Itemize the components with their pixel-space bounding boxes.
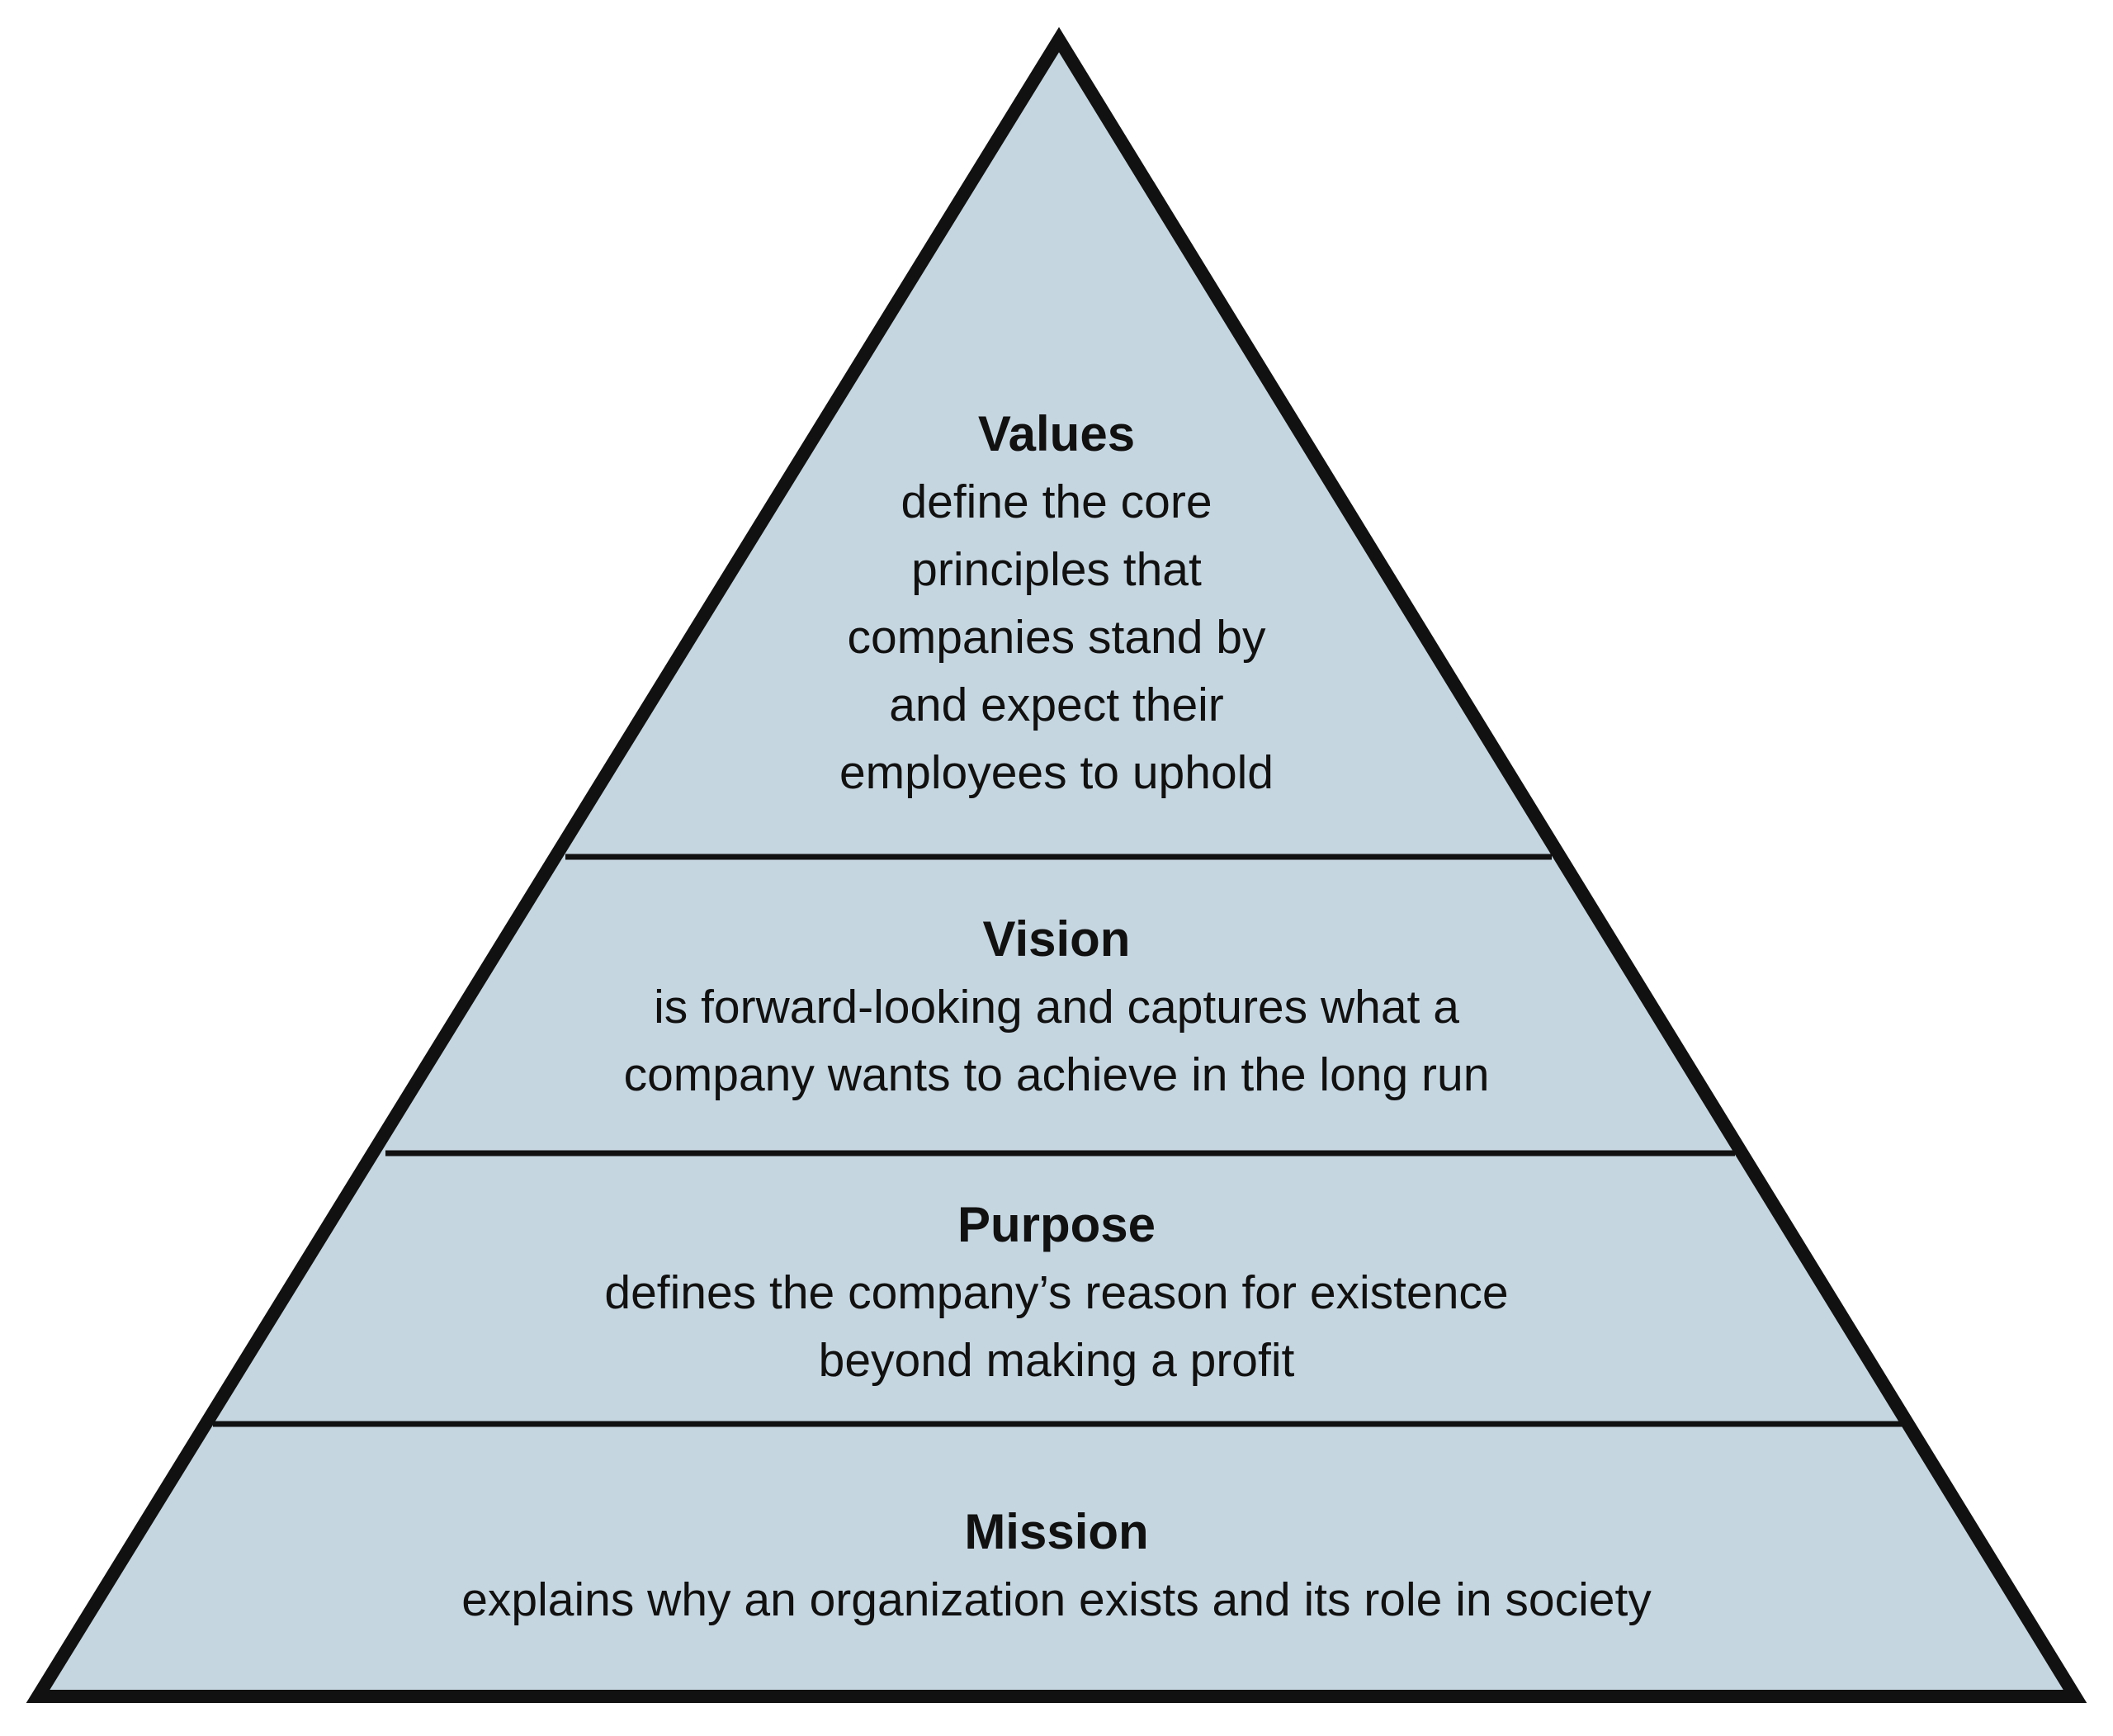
tier-description-line: and expect their: [889, 679, 1224, 731]
tier-description-line: explains why an organization exists and …: [461, 1573, 1652, 1626]
tier-mission: Mission explains why an organization exi…: [0, 1498, 2113, 1634]
tier-title: Purpose: [957, 1197, 1156, 1252]
pyramid-outline: [26, 26, 2087, 1703]
tier-description-line: defines the company’s reason for existen…: [604, 1266, 1509, 1319]
tier-description-line: companies stand by: [847, 611, 1266, 664]
tier-vision: Vision is forward-looking and captures w…: [0, 906, 2113, 1109]
tier-description-line: is forward-looking and captures what a: [654, 981, 1459, 1034]
tier-title: Vision: [982, 911, 1131, 967]
tier-description-line: employees to uphold: [839, 746, 1274, 799]
tier-description-line: company wants to achieve in the long run: [623, 1048, 1490, 1101]
tier-title: Mission: [964, 1504, 1149, 1559]
tier-description-line: principles that: [911, 543, 1202, 596]
tier-description-line: define the core: [901, 475, 1212, 528]
tier-values: Values define the core principles that c…: [768, 400, 1345, 807]
tier-purpose: Purpose defines the company’s reason for…: [0, 1191, 2113, 1394]
tier-description-line: beyond making a profit: [818, 1334, 1295, 1387]
tier-title: Values: [977, 406, 1136, 461]
